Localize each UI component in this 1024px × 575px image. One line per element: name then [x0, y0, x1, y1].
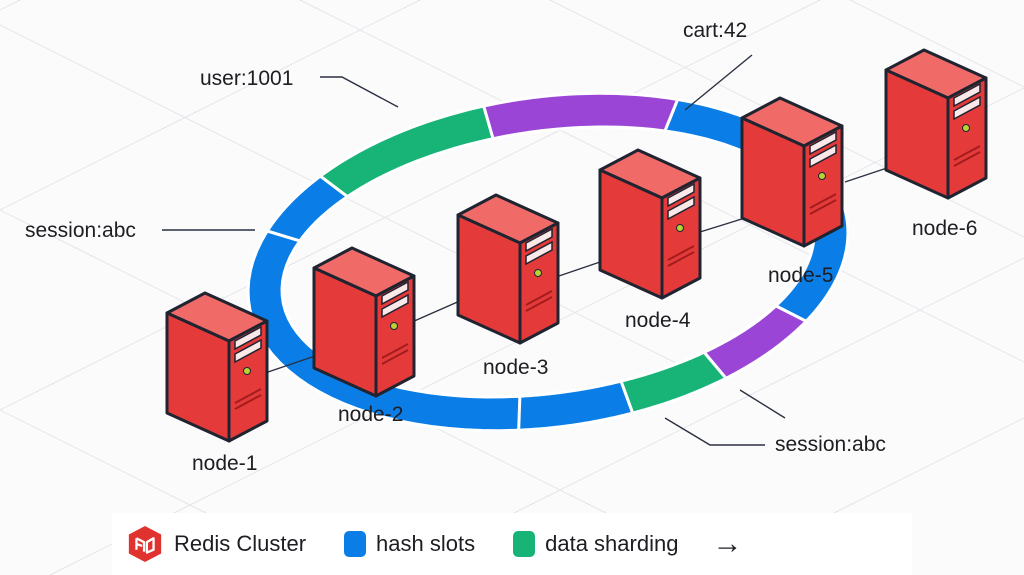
- node-label-3: node-3: [483, 356, 548, 379]
- link-node1-node2: [267, 354, 319, 373]
- ring-segment-data-sharding: [317, 104, 495, 199]
- node-label-2: node-2: [338, 403, 403, 426]
- ring-segment-hash-slots: [517, 379, 635, 432]
- servers: [165, 48, 988, 443]
- node-label-1: node-1: [192, 452, 257, 475]
- key-label-session-left: session:abc: [25, 219, 136, 242]
- link-node4-node5: [699, 217, 746, 233]
- server-2: [312, 246, 416, 398]
- leader-user1001: [320, 76, 399, 108]
- ring-segment-key: [701, 304, 809, 381]
- key-label-user1001: user:1001: [200, 67, 293, 90]
- legend-swatch-data-sharding: [513, 531, 536, 557]
- link-node3-node4: [555, 261, 601, 278]
- legend-swatch-hash-slots: [344, 531, 367, 557]
- redis-logo-icon: [128, 525, 162, 563]
- ring-segment-hash-slots: [264, 174, 351, 243]
- server-6: [884, 48, 988, 200]
- legend-label-hash-slots: hash slots: [376, 531, 476, 556]
- server-3: [456, 193, 560, 345]
- key-label-cart42: cart:42: [683, 19, 747, 42]
- legend-bar: Redis Cluster hash slots data sharding →: [112, 513, 912, 575]
- legend-brand-label: Redis Cluster: [174, 531, 307, 556]
- leader-lines: [162, 54, 786, 446]
- node-label-4: node-4: [625, 309, 691, 332]
- leader-cart42: [684, 54, 753, 111]
- node-label-6: node-6: [912, 217, 977, 240]
- key-label-session-right: session:abc: [775, 433, 886, 456]
- server-4: [598, 148, 702, 300]
- ring-segment-key: [481, 91, 680, 141]
- arrow-right-icon[interactable]: →: [712, 527, 743, 560]
- leader-session-right-a: [664, 417, 765, 446]
- node-links: [267, 167, 888, 373]
- server-5: [740, 96, 844, 248]
- leader-session-right-b: [739, 389, 786, 419]
- link-node2-node3: [411, 299, 463, 323]
- link-node5-node6: [844, 167, 888, 183]
- server-1: [165, 291, 269, 443]
- node-label-5: node-5: [768, 264, 833, 287]
- legend-label-data-sharding: data sharding: [545, 531, 679, 556]
